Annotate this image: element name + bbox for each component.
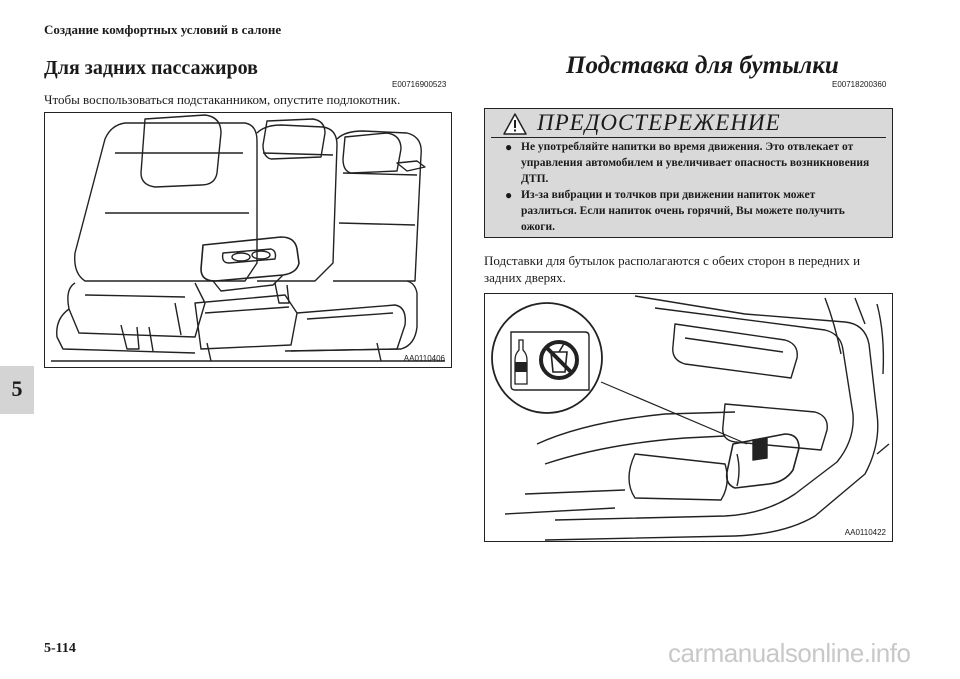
warning-box: ПРЕДОСТЕРЕЖЕНИЕ ● Не употребляйте напитк…	[484, 108, 893, 238]
figure-code-left: AA0110406	[403, 354, 445, 363]
watermark: carmanualsonline.info	[668, 638, 911, 668]
bottle-icon	[514, 339, 528, 385]
warning-item: ● Из-за вибрации и толчков при движении …	[505, 187, 871, 235]
section-heading-bottle-holder: Подставка для бутылки	[566, 52, 839, 79]
rear-seat-armrest-illustration: AA0110406	[44, 112, 452, 368]
door-bottle-holder-illustration: AA0110422	[484, 293, 893, 542]
bullet-icon: ●	[505, 188, 513, 202]
rear-seat-drawing	[51, 114, 445, 362]
section-code-right: E00718200360	[832, 80, 887, 89]
page-number: 5-114	[44, 641, 76, 656]
section-code-left: E00716900523	[392, 80, 447, 89]
bottle-holder-description: Подставки для бутылок располагаются с об…	[484, 253, 861, 285]
warning-triangle-icon	[503, 113, 527, 135]
bullet-icon: ●	[505, 140, 513, 154]
chapter-number: 5	[11, 376, 23, 401]
figure-code-right: AA0110422	[844, 528, 886, 537]
chapter-tab: 5	[0, 366, 34, 414]
warning-item: ● Не употребляйте напитки во время движе…	[505, 139, 871, 187]
warning-divider	[491, 137, 886, 138]
warning-item-text: Не употребляйте напитки во время движени…	[521, 141, 870, 185]
no-drink-icon	[539, 340, 579, 380]
door-drawing	[491, 295, 890, 541]
warning-header: ПРЕДОСТЕРЕЖЕНИЕ	[485, 109, 892, 141]
section-heading-rear-passengers: Для задних пассажиров	[44, 57, 258, 79]
cupholder-instruction: Чтобы воспользоваться подстаканником, оп…	[44, 92, 401, 107]
warning-item-text: Из-за вибрации и толчков при движении на…	[521, 189, 845, 233]
running-header: Создание комфортных условий в салоне	[44, 22, 282, 37]
warning-title: ПРЕДОСТЕРЕЖЕНИЕ	[537, 110, 781, 135]
